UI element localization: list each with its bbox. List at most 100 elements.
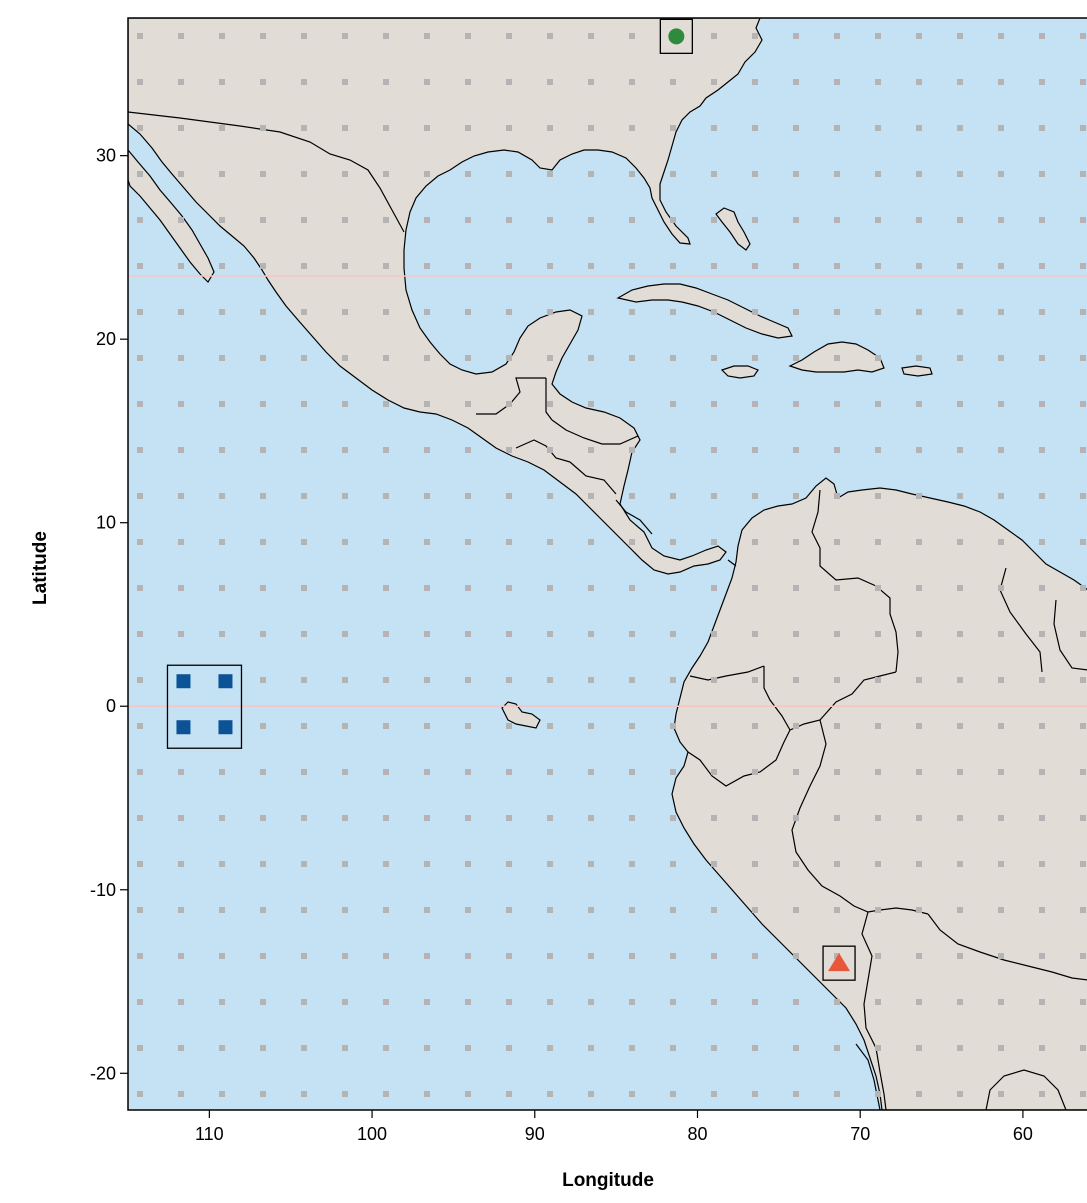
grid-dot xyxy=(383,401,389,407)
grid-dot xyxy=(875,631,881,637)
grid-dot xyxy=(301,401,307,407)
grid-dot xyxy=(506,815,512,821)
grid-dot xyxy=(670,401,676,407)
grid-dot xyxy=(137,401,143,407)
grid-dot xyxy=(875,309,881,315)
triangle-marker xyxy=(828,953,851,972)
grid-dot xyxy=(424,125,430,131)
marker-frame xyxy=(822,945,856,981)
grid-dot xyxy=(875,1091,881,1097)
border-central-america-4 xyxy=(615,499,653,535)
baja-california xyxy=(128,149,215,283)
grid-dot xyxy=(875,723,881,729)
grid-dot xyxy=(260,493,266,499)
grid-dot xyxy=(547,861,553,867)
grid-dot xyxy=(588,447,594,453)
grid-dot xyxy=(424,1091,430,1097)
grid-dot xyxy=(875,263,881,269)
grid-dot xyxy=(957,585,963,591)
grid-dot xyxy=(137,79,143,85)
grid-dot xyxy=(301,585,307,591)
marker-green-circle[interactable] xyxy=(659,18,693,55)
grid-dot xyxy=(752,171,758,177)
grid-dot xyxy=(834,815,840,821)
grid-dot xyxy=(998,309,1004,315)
grid-dot xyxy=(465,171,471,177)
border-chile-bolivia xyxy=(855,1043,881,1110)
x-tick-label: 60 xyxy=(1013,1124,1033,1144)
y-tick-label: 10 xyxy=(96,513,116,533)
grid-dot xyxy=(1080,815,1086,821)
grid-dot xyxy=(383,631,389,637)
grid-dot xyxy=(998,677,1004,683)
grid-dot xyxy=(465,861,471,867)
grid-dot xyxy=(465,769,471,775)
square-marker xyxy=(218,720,233,735)
grid-dot xyxy=(752,33,758,39)
grid-dot xyxy=(834,447,840,453)
grid-dot xyxy=(629,493,635,499)
x-tick-label: 90 xyxy=(525,1124,545,1144)
grid-dot xyxy=(178,631,184,637)
grid-dot xyxy=(383,907,389,913)
square-marker xyxy=(218,674,233,689)
grid-dot xyxy=(547,217,553,223)
marker-red-triangle[interactable] xyxy=(822,945,856,981)
grid-dot xyxy=(629,585,635,591)
grid-dot xyxy=(342,125,348,131)
grid-dot xyxy=(383,309,389,315)
marker-blue-squares[interactable] xyxy=(166,664,243,749)
grid-dot xyxy=(424,677,430,683)
grid-dot xyxy=(793,999,799,1005)
grid-dot xyxy=(875,171,881,177)
grid-dot xyxy=(1039,815,1045,821)
grid-dot xyxy=(957,1091,963,1097)
grid-dot xyxy=(342,79,348,85)
grid-dot xyxy=(793,861,799,867)
grid-dot xyxy=(301,355,307,361)
grid-dot xyxy=(260,447,266,453)
marker-layer xyxy=(166,18,856,981)
grid-dot xyxy=(1080,493,1086,499)
grid-dot xyxy=(793,447,799,453)
grid-dot xyxy=(465,447,471,453)
border-panama-colombia xyxy=(727,559,737,567)
grid-dot xyxy=(1080,355,1086,361)
grid-dot xyxy=(137,355,143,361)
grid-dot xyxy=(506,401,512,407)
grid-dot xyxy=(342,815,348,821)
grid-dot xyxy=(260,263,266,269)
grid-dot xyxy=(301,953,307,959)
grid-dot xyxy=(219,125,225,131)
grid-dot xyxy=(260,309,266,315)
grid-dot xyxy=(1039,631,1045,637)
grid-dot xyxy=(342,723,348,729)
grid-dot xyxy=(588,33,594,39)
grid-dot xyxy=(342,769,348,775)
grid-dot xyxy=(383,953,389,959)
grid-dot xyxy=(465,401,471,407)
grid-dot xyxy=(383,263,389,269)
y-tick-label: -20 xyxy=(90,1063,116,1083)
grid-dot xyxy=(588,769,594,775)
grid-dot xyxy=(260,907,266,913)
grid-dot xyxy=(834,907,840,913)
grid-dot xyxy=(301,309,307,315)
grid-dot xyxy=(219,447,225,453)
border-belize xyxy=(545,378,553,421)
grid-dot xyxy=(342,999,348,1005)
grid-dot xyxy=(465,493,471,499)
grid-dot xyxy=(916,539,922,545)
grid-dot xyxy=(178,263,184,269)
grid-dot xyxy=(629,217,635,223)
grid-dot xyxy=(424,769,430,775)
grid-dot xyxy=(506,79,512,85)
grid-dot xyxy=(793,309,799,315)
grid-dot xyxy=(506,1091,512,1097)
grid-dot xyxy=(629,953,635,959)
border-ecuador-peru xyxy=(687,729,791,787)
grid-dot xyxy=(875,769,881,775)
grid-dot xyxy=(219,1091,225,1097)
grid-dot xyxy=(260,953,266,959)
grid-dot xyxy=(670,815,676,821)
